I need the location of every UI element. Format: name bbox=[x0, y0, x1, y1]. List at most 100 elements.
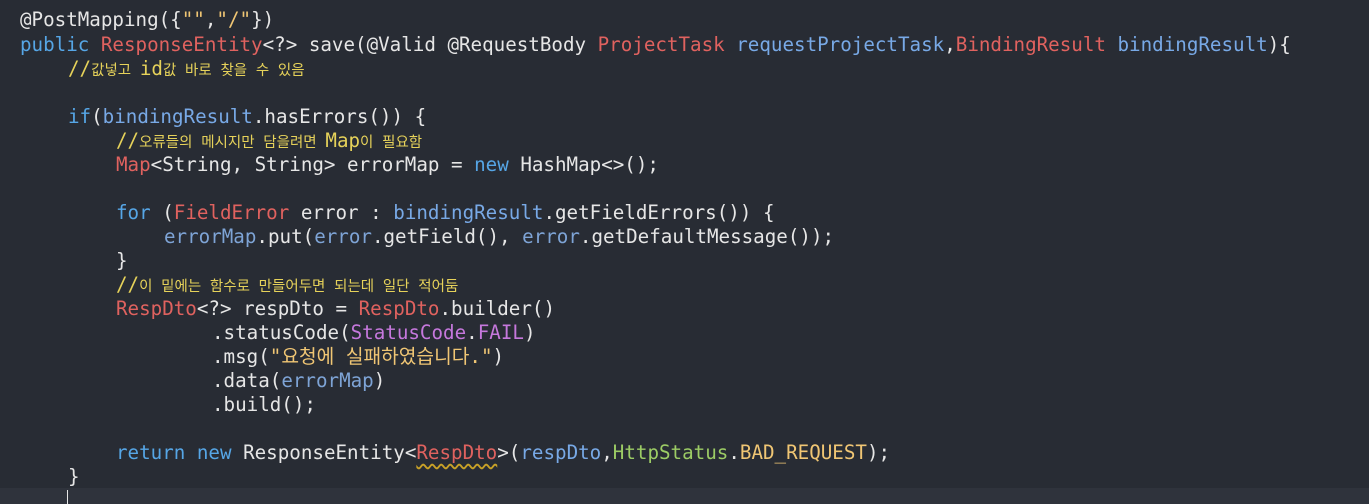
annotation-postmapping: @PostMapping bbox=[20, 8, 159, 31]
code-line-14[interactable]: .statusCode(StatusCode.FAIL) bbox=[20, 321, 536, 345]
type-statuscode: StatusCode bbox=[350, 321, 467, 344]
punctuation: . bbox=[728, 441, 740, 464]
type-fielderror: FieldError bbox=[173, 201, 290, 224]
type-responseentity: ResponseEntity bbox=[243, 441, 405, 464]
code-line-15[interactable]: .msg("요청에 실패하였습니다.") bbox=[20, 345, 504, 369]
method-getdefaultmessage: .getDefaultMessage()); bbox=[579, 225, 835, 248]
punctuation: , bbox=[204, 8, 217, 31]
method-getfield: .getField(), bbox=[371, 225, 523, 248]
punctuation: ( bbox=[91, 105, 103, 128]
comment-text: 값넣고 bbox=[91, 63, 140, 79]
method-statuscode: .statusCode( bbox=[212, 321, 351, 344]
param-requestprojecttask: requestProjectTask bbox=[724, 33, 945, 56]
method-save: save( bbox=[297, 33, 367, 56]
var-error: error bbox=[289, 201, 359, 224]
current-line-highlight bbox=[0, 488, 1369, 504]
keyword-for: for bbox=[116, 201, 151, 224]
code-line-13[interactable]: RespDto<?> respDto = RespDto.builder() bbox=[20, 297, 555, 321]
constructor-call: HashMap<>(); bbox=[508, 153, 659, 176]
punctuation: ) bbox=[523, 321, 536, 344]
var-respdto: respDto bbox=[520, 441, 602, 464]
code-line-10[interactable]: errorMap.put(error.getField(), error.get… bbox=[20, 225, 834, 249]
punctuation: ( bbox=[150, 201, 174, 224]
string-literal: "/" bbox=[216, 8, 252, 31]
punctuation: , bbox=[944, 33, 956, 56]
punctuation: ); bbox=[866, 441, 891, 464]
generic-wildcard: <?> bbox=[262, 33, 298, 56]
code-line-5[interactable]: if(bindingResult.hasErrors()) { bbox=[20, 105, 426, 129]
code-line-1[interactable]: @PostMapping({"","/"}) bbox=[20, 8, 274, 32]
punctuation: >( bbox=[497, 441, 521, 464]
comment-prefix: // bbox=[116, 273, 140, 296]
string-literal: "" bbox=[181, 8, 205, 31]
string-literal: "요청에 실패하였습니다." bbox=[269, 345, 493, 368]
generic-args: <String, String> bbox=[150, 153, 348, 176]
method-call: .getFieldErrors()) { bbox=[543, 201, 775, 224]
type-respdto-warning: RespDto bbox=[416, 441, 498, 464]
punctuation: ) bbox=[492, 345, 505, 368]
type-httpstatus: HttpStatus bbox=[612, 441, 729, 464]
keyword-public: public bbox=[20, 33, 90, 56]
type-map: Map bbox=[116, 153, 151, 176]
comment-text: 값 바로 찾을 수 있음 bbox=[162, 63, 305, 79]
comment-text: 이 밑에는 함수로 만들어두면 되는데 일단 적어둠 bbox=[139, 279, 459, 295]
method-msg: .msg( bbox=[212, 345, 270, 368]
code-line-11[interactable]: } bbox=[20, 249, 128, 273]
code-line-3[interactable]: //값넣고 id값 바로 찾을 수 있음 bbox=[20, 57, 305, 81]
keyword-return: return bbox=[116, 441, 186, 464]
closing-brace: } bbox=[116, 249, 128, 272]
operator: = bbox=[439, 153, 475, 176]
code-line-12[interactable]: //이 밑에는 함수로 만들어두면 되는데 일단 적어둠 bbox=[20, 273, 458, 297]
method-call: .hasErrors()) { bbox=[252, 105, 427, 128]
type-projecttask: ProjectTask bbox=[597, 33, 725, 56]
const-fail: FAIL bbox=[477, 321, 524, 344]
keyword-if: if bbox=[68, 105, 92, 128]
operator: : bbox=[358, 201, 394, 224]
type-bindingresult: BindingResult bbox=[955, 33, 1106, 56]
code-line-16[interactable]: .data(errorMap) bbox=[20, 369, 385, 393]
comment-text: 오류들의 메시지만 담을려면 bbox=[139, 135, 326, 151]
keyword-new: new bbox=[474, 153, 509, 176]
var-bindingresult: bindingResult bbox=[393, 201, 544, 224]
operator: = bbox=[323, 297, 359, 320]
param-bindingresult: bindingResult bbox=[1105, 33, 1268, 56]
punctuation: ){ bbox=[1267, 33, 1291, 56]
type-respdto: RespDto bbox=[358, 297, 440, 320]
punctuation: < bbox=[404, 441, 417, 464]
generic-wildcard: <?> bbox=[196, 297, 244, 320]
code-line-6[interactable]: //오류들의 메시지만 담을려면 Map이 필요함 bbox=[20, 129, 422, 153]
comment-text: 이 필요함 bbox=[360, 135, 423, 151]
method-data: .data( bbox=[212, 369, 282, 392]
punctuation: ({ bbox=[158, 8, 182, 31]
var-errormap: errorMap bbox=[164, 225, 257, 248]
code-line-2[interactable]: public ResponseEntity<?> save(@Valid @Re… bbox=[20, 33, 1291, 57]
code-line-19[interactable]: return new ResponseEntity<RespDto>(respD… bbox=[20, 441, 890, 465]
var-respdto: respDto bbox=[243, 297, 324, 320]
comment-keyword: id bbox=[139, 57, 163, 80]
method-builder: .builder() bbox=[439, 297, 556, 320]
comment-prefix: // bbox=[68, 57, 92, 80]
code-line-20[interactable]: } bbox=[20, 465, 80, 489]
code-line-7[interactable]: Map<String, String> errorMap = new HashM… bbox=[20, 153, 659, 177]
var-errormap: errorMap bbox=[347, 153, 440, 176]
text-cursor bbox=[67, 490, 68, 504]
var-error: error bbox=[314, 225, 372, 248]
keyword-new: new bbox=[185, 441, 244, 464]
method-build: .build(); bbox=[212, 393, 316, 416]
annotation-requestbody: @RequestBody bbox=[435, 33, 598, 56]
closing-brace: } bbox=[68, 465, 80, 488]
annotation-valid: @Valid bbox=[366, 33, 436, 56]
comment-keyword: Map bbox=[325, 129, 361, 152]
method-put: .put( bbox=[256, 225, 315, 248]
punctuation: . bbox=[466, 321, 478, 344]
const-bad-request: BAD_REQUEST bbox=[739, 441, 867, 464]
comment-prefix: // bbox=[116, 129, 140, 152]
var-errormap: errorMap bbox=[281, 369, 374, 392]
punctuation: }) bbox=[251, 8, 275, 31]
code-line-17[interactable]: .build(); bbox=[20, 393, 316, 417]
punctuation: , bbox=[601, 441, 613, 464]
var-error: error bbox=[522, 225, 580, 248]
code-line-9[interactable]: for (FieldError error : bindingResult.ge… bbox=[20, 201, 775, 225]
type-responseentity: ResponseEntity bbox=[100, 33, 263, 56]
